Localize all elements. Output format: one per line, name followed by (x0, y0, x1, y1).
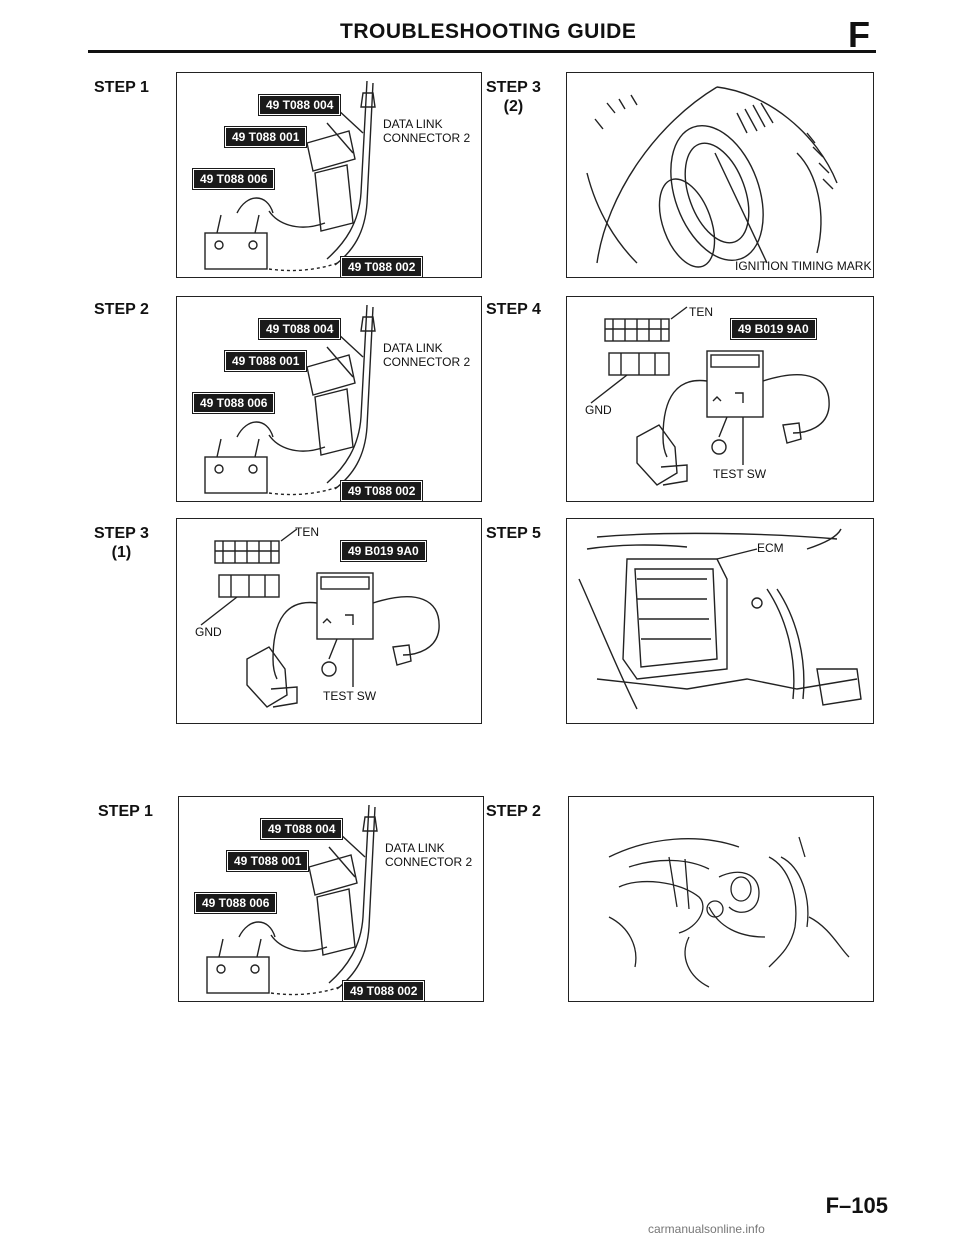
step-label-main: STEP 3 (94, 525, 149, 542)
tool-tag: 49 T088 001 (225, 850, 310, 872)
step-label: STEP 2 (486, 803, 541, 820)
figure-tester-hookup: 49 T088 004 49 T088 001 49 T088 006 49 T… (176, 72, 482, 278)
figure-ecm-location: ECM (566, 518, 874, 724)
callout-ten: TEN (295, 525, 319, 539)
tool-tag: 49 T088 001 (223, 350, 308, 372)
pulley-illustration (586, 86, 838, 268)
tool-tag: 49 T088 002 (339, 480, 424, 501)
tool-tag: 49 T088 006 (191, 392, 276, 414)
callout-gnd: GND (195, 625, 222, 639)
page-number: F–105 (825, 1193, 888, 1218)
step-label: STEP 1 (94, 79, 149, 96)
selector-illustration (200, 528, 440, 708)
tool-tag: 49 B019 9A0 (730, 318, 817, 340)
callout-test-sw: TEST SW (323, 689, 377, 703)
figure-system-selector: 49 B019 9A0 TEN GND TEST SW (176, 518, 482, 724)
callout-ten: TEN (689, 305, 713, 319)
tool-tag: 49 T088 001 (223, 126, 308, 148)
step-label: STEP 3 (2) (486, 78, 541, 116)
callout-test-sw: TEST SW (713, 467, 767, 481)
figure-tester-hookup: 49 T088 004 49 T088 001 49 T088 006 49 T… (178, 796, 484, 1002)
step-label: STEP 1 (98, 803, 153, 820)
tool-tag: 49 T088 004 (259, 818, 344, 840)
tool-tag: 49 T088 006 (191, 168, 276, 190)
tool-tag: 49 T088 002 (339, 256, 424, 277)
figure-ignition-timing: IGNITION TIMING MARK (566, 72, 874, 278)
tool-tag: 49 T088 002 (341, 980, 426, 1001)
step-label: STEP 2 (94, 301, 149, 318)
callout-ignition-timing-mark: IGNITION TIMING MARK (735, 259, 872, 273)
engine-illustration (608, 836, 850, 988)
section-letter: F (848, 14, 870, 55)
step-label-main: STEP 3 (486, 79, 541, 96)
watermark: carmanualsonline.info (648, 1222, 765, 1236)
selector-illustration (590, 306, 830, 486)
callout-data-link: DATA LINK CONNECTOR 2 (385, 841, 473, 869)
step-label-sub: (1) (111, 544, 132, 561)
step-label-sub: (2) (503, 98, 524, 115)
page-title: TROUBLESHOOTING GUIDE (340, 20, 637, 43)
ecm-illustration (578, 528, 862, 710)
figure-system-selector: 49 B019 9A0 TEN GND TEST SW (566, 296, 874, 502)
callout-gnd: GND (585, 403, 612, 417)
step-label: STEP 5 (486, 525, 541, 542)
tool-tag: 49 T088 004 (257, 94, 342, 116)
callout-data-link: DATA LINK CONNECTOR 2 (383, 117, 471, 145)
header-divider (88, 50, 876, 53)
figure-tester-hookup: 49 T088 004 49 T088 001 49 T088 006 49 T… (176, 296, 482, 502)
figure-engine-bay (568, 796, 874, 1002)
step-label: STEP 3 (1) (94, 524, 149, 562)
tool-tag: 49 T088 004 (257, 318, 342, 340)
tool-tag: 49 B019 9A0 (340, 540, 427, 562)
step-label: STEP 4 (486, 301, 541, 318)
callout-data-link: DATA LINK CONNECTOR 2 (383, 341, 471, 369)
tool-tag: 49 T088 006 (193, 892, 278, 914)
callout-ecm: ECM (757, 541, 784, 555)
